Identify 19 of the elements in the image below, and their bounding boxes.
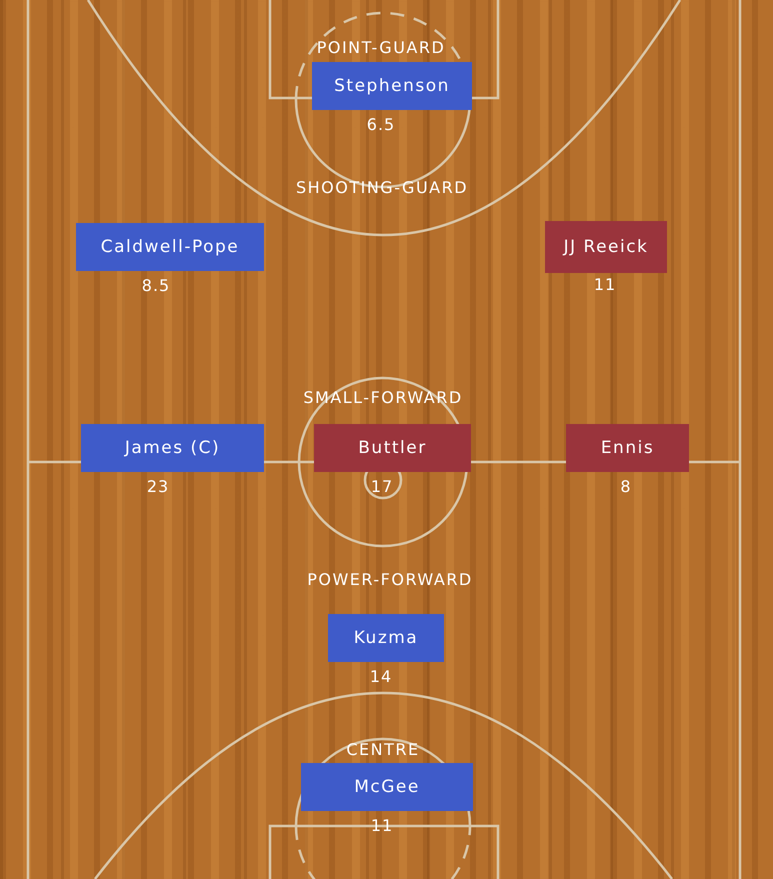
player-number: 8 <box>620 477 632 496</box>
player-box: James (C) <box>81 424 264 472</box>
player-box: Stephenson <box>312 62 472 110</box>
player-box: Kuzma <box>328 614 444 662</box>
player-box: JJ Reeick <box>545 221 667 273</box>
position-label: POINT-GUARD <box>316 38 446 57</box>
player-number: 8.5 <box>142 276 170 295</box>
player-box: Ennis <box>566 424 689 472</box>
player-box: Caldwell-Pope <box>76 223 264 271</box>
player-box: Buttler <box>314 424 471 472</box>
player-number: 17 <box>370 477 394 496</box>
player-number: 23 <box>146 477 170 496</box>
position-label: CENTRE <box>346 740 420 759</box>
position-label: POWER-FORWARD <box>307 570 473 589</box>
player-box: McGee <box>301 763 473 811</box>
position-label: SHOOTING-GUARD <box>296 178 468 197</box>
player-number: 11 <box>594 275 616 294</box>
player-number: 6.5 <box>366 115 396 134</box>
player-number: 14 <box>370 667 392 686</box>
